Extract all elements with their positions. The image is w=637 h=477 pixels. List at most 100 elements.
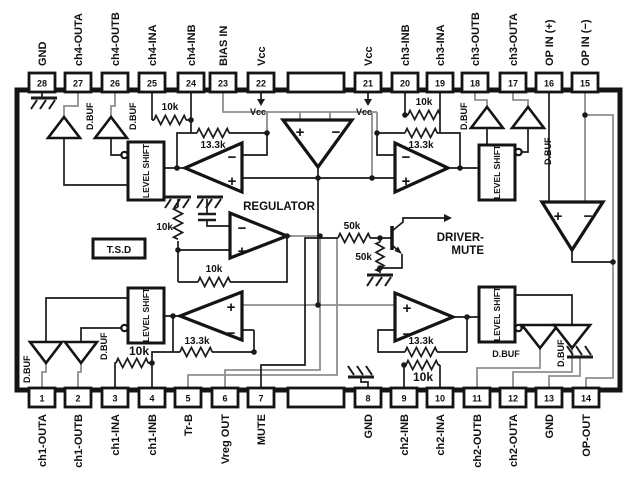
svg-text:+: + xyxy=(228,173,237,190)
svg-text:−: − xyxy=(228,149,237,166)
svg-text:+: + xyxy=(402,173,411,190)
svg-text:14: 14 xyxy=(581,394,591,404)
svg-text:−: − xyxy=(402,149,411,166)
svg-text:11: 11 xyxy=(472,394,482,404)
svg-text:10k: 10k xyxy=(129,344,149,358)
svg-text:ch2-OUTA: ch2-OUTA xyxy=(508,414,520,467)
svg-text:22: 22 xyxy=(256,79,266,89)
junction-dots xyxy=(149,112,616,368)
svg-text:Vcc: Vcc xyxy=(250,107,266,117)
svg-text:18: 18 xyxy=(470,79,480,89)
dbuf-label-ch4-b: D.BUF xyxy=(128,102,138,130)
svg-text:Vcc: Vcc xyxy=(256,46,268,66)
pin-22: 22 Vcc xyxy=(246,46,276,94)
svg-text:ch2-INA: ch2-INA xyxy=(435,414,447,456)
resistor-50k-horizontal: 50k xyxy=(337,221,371,245)
svg-text:T.S.D: T.S.D xyxy=(107,245,131,256)
svg-text:LEVEL SHIFT: LEVEL SHIFT xyxy=(141,287,151,342)
svg-text:9: 9 xyxy=(401,394,406,404)
dbuf-label-ch3-b: D.BUF xyxy=(459,102,469,130)
svg-text:+: + xyxy=(554,208,563,225)
dbuf-label-ch1-b: D.BUF xyxy=(99,332,109,360)
svg-text:+: + xyxy=(238,243,247,260)
mute-transistor xyxy=(390,226,402,254)
svg-text:ch4-INB: ch4-INB xyxy=(186,24,198,66)
level-shift-ch3: LEVEL SHIFT xyxy=(477,143,523,202)
svg-text:1: 1 xyxy=(39,394,44,404)
level-shift-ch1: LEVEL SHIFT xyxy=(120,286,166,345)
svg-text:ch4-INA: ch4-INA xyxy=(147,24,159,66)
opamp-ch3: − + xyxy=(393,140,452,195)
driver-mute-arrow xyxy=(444,214,452,222)
svg-text:10k: 10k xyxy=(162,102,179,113)
svg-text:12: 12 xyxy=(508,394,518,404)
svg-text:4: 4 xyxy=(149,394,154,404)
svg-text:ch1-OUTA: ch1-OUTA xyxy=(37,414,49,467)
dbuf-label-ch3-a: D.BUF xyxy=(543,137,553,165)
svg-text:BIAS IN: BIAS IN xyxy=(218,26,230,66)
svg-text:3: 3 xyxy=(112,394,117,404)
svg-text:ch1-OUTB: ch1-OUTB xyxy=(73,414,85,468)
svg-text:OP IN (+): OP IN (+) xyxy=(544,19,556,66)
svg-text:19: 19 xyxy=(435,79,445,89)
svg-text:6: 6 xyxy=(222,394,227,404)
resistor-13.3k-ch4: 13.3k xyxy=(196,126,230,151)
svg-text:8: 8 xyxy=(365,394,370,404)
svg-text:50k: 50k xyxy=(344,221,361,232)
svg-text:13.3k: 13.3k xyxy=(184,336,209,347)
opamp-op: + − xyxy=(539,200,606,253)
svg-text:GND: GND xyxy=(544,414,556,439)
svg-text:+: + xyxy=(227,299,236,316)
dbuf-ch4-b xyxy=(92,114,130,140)
svg-text:ch1-INA: ch1-INA xyxy=(110,414,122,456)
svg-text:26: 26 xyxy=(110,79,120,89)
svg-text:10k: 10k xyxy=(156,222,173,233)
svg-text:LEVEL SHIFT: LEVEL SHIFT xyxy=(141,143,151,198)
svg-text:28: 28 xyxy=(37,79,47,89)
pin-17: 17 ch3-OUTA xyxy=(498,13,528,94)
svg-text:ch3-OUTA: ch3-OUTA xyxy=(508,13,520,66)
svg-text:10k: 10k xyxy=(206,264,223,275)
svg-text:+: + xyxy=(403,300,412,317)
package-tab-bottom xyxy=(286,386,346,409)
inverter-bubble xyxy=(120,323,129,333)
dbuf-ch2-b xyxy=(519,323,561,351)
dbuf-ch1-b xyxy=(62,340,100,366)
svg-text:2: 2 xyxy=(75,394,80,404)
svg-text:Vcc: Vcc xyxy=(356,107,372,117)
regulator-label: REGULATOR xyxy=(243,201,315,213)
svg-text:−: − xyxy=(227,325,236,342)
svg-text:ch2-OUTB: ch2-OUTB xyxy=(472,414,484,468)
pin-12: 12 ch2-OUTA xyxy=(498,386,528,467)
pin-2: 2 ch1-OUTB xyxy=(63,386,93,468)
tsd-block: T.S.D xyxy=(91,237,147,260)
svg-text:MUTE: MUTE xyxy=(256,414,268,445)
svg-text:50k: 50k xyxy=(355,252,372,263)
svg-text:ch4-OUTA: ch4-OUTA xyxy=(73,13,85,66)
inverter-bubble xyxy=(514,147,523,157)
svg-text:13.3k: 13.3k xyxy=(408,336,433,347)
resistor-13.3k-ch1: 13.3k xyxy=(179,336,213,359)
emitter-arrow xyxy=(394,246,402,254)
svg-text:17: 17 xyxy=(508,79,518,89)
svg-text:ch3-INB: ch3-INB xyxy=(400,24,412,66)
dbuf-ch4-a xyxy=(45,114,83,140)
svg-text:15: 15 xyxy=(580,79,590,89)
svg-text:7: 7 xyxy=(258,394,263,404)
pin-11: 11 ch2-OUTB xyxy=(462,386,492,468)
svg-text:ch3-INA: ch3-INA xyxy=(435,24,447,66)
level-shift-ch4: LEVEL SHIFT xyxy=(120,140,166,202)
opamp-regulator: − + xyxy=(228,210,292,261)
gray-wires xyxy=(41,92,614,388)
